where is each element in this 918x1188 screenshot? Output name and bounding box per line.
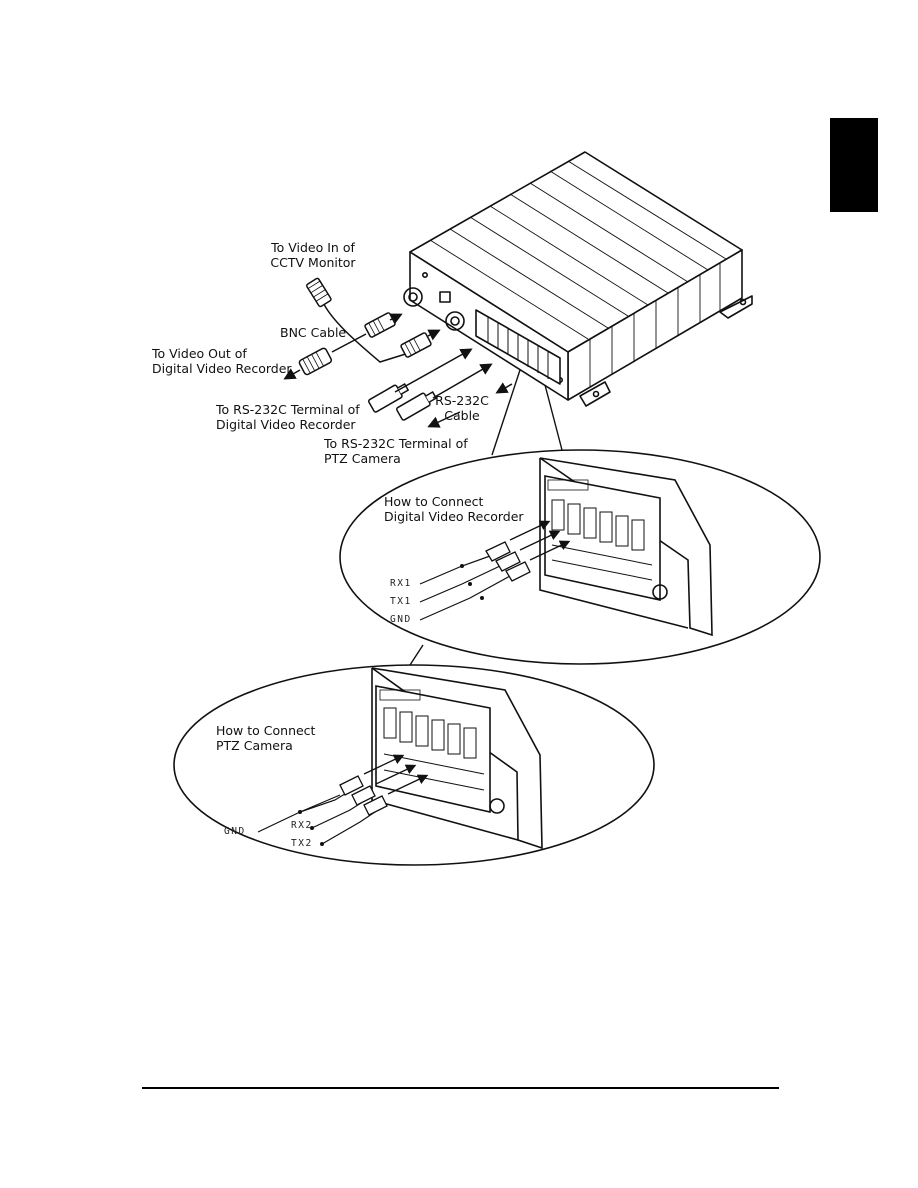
footer-rule bbox=[142, 1087, 779, 1089]
callout-leaders bbox=[409, 369, 563, 666]
label-connect-ptz: How to Connect PTZ Camera bbox=[216, 723, 316, 753]
pin-rx2: RX2 bbox=[291, 820, 313, 831]
label-rs232-dvr: To RS-232C Terminal of Digital Video Rec… bbox=[216, 402, 360, 432]
label-rs232-ptz: To RS-232C Terminal of PTZ Camera bbox=[324, 436, 468, 466]
label-connect-dvr: How to Connect Digital Video Recorder bbox=[384, 494, 524, 524]
pin-gnd-dvr: GND bbox=[390, 614, 412, 625]
callout-dvr bbox=[339, 449, 821, 665]
label-bnc-cable: BNC Cable bbox=[280, 325, 347, 340]
callout-ptz bbox=[173, 664, 655, 866]
bnc-cables bbox=[283, 277, 513, 428]
controller-device bbox=[403, 151, 753, 407]
pin-tx1: TX1 bbox=[390, 596, 412, 607]
label-video-out-dvr: To Video Out of Digital Video Recorder bbox=[152, 346, 292, 376]
section-tab bbox=[830, 118, 878, 212]
label-video-in-monitor: To Video In of CCTV Monitor bbox=[270, 240, 356, 270]
label-rs232-cable: RS-232C Cable bbox=[435, 393, 489, 423]
pin-rx1: RX1 bbox=[390, 578, 412, 589]
pin-gnd-ptz: GND bbox=[224, 826, 246, 837]
pin-tx2: TX2 bbox=[291, 838, 313, 849]
